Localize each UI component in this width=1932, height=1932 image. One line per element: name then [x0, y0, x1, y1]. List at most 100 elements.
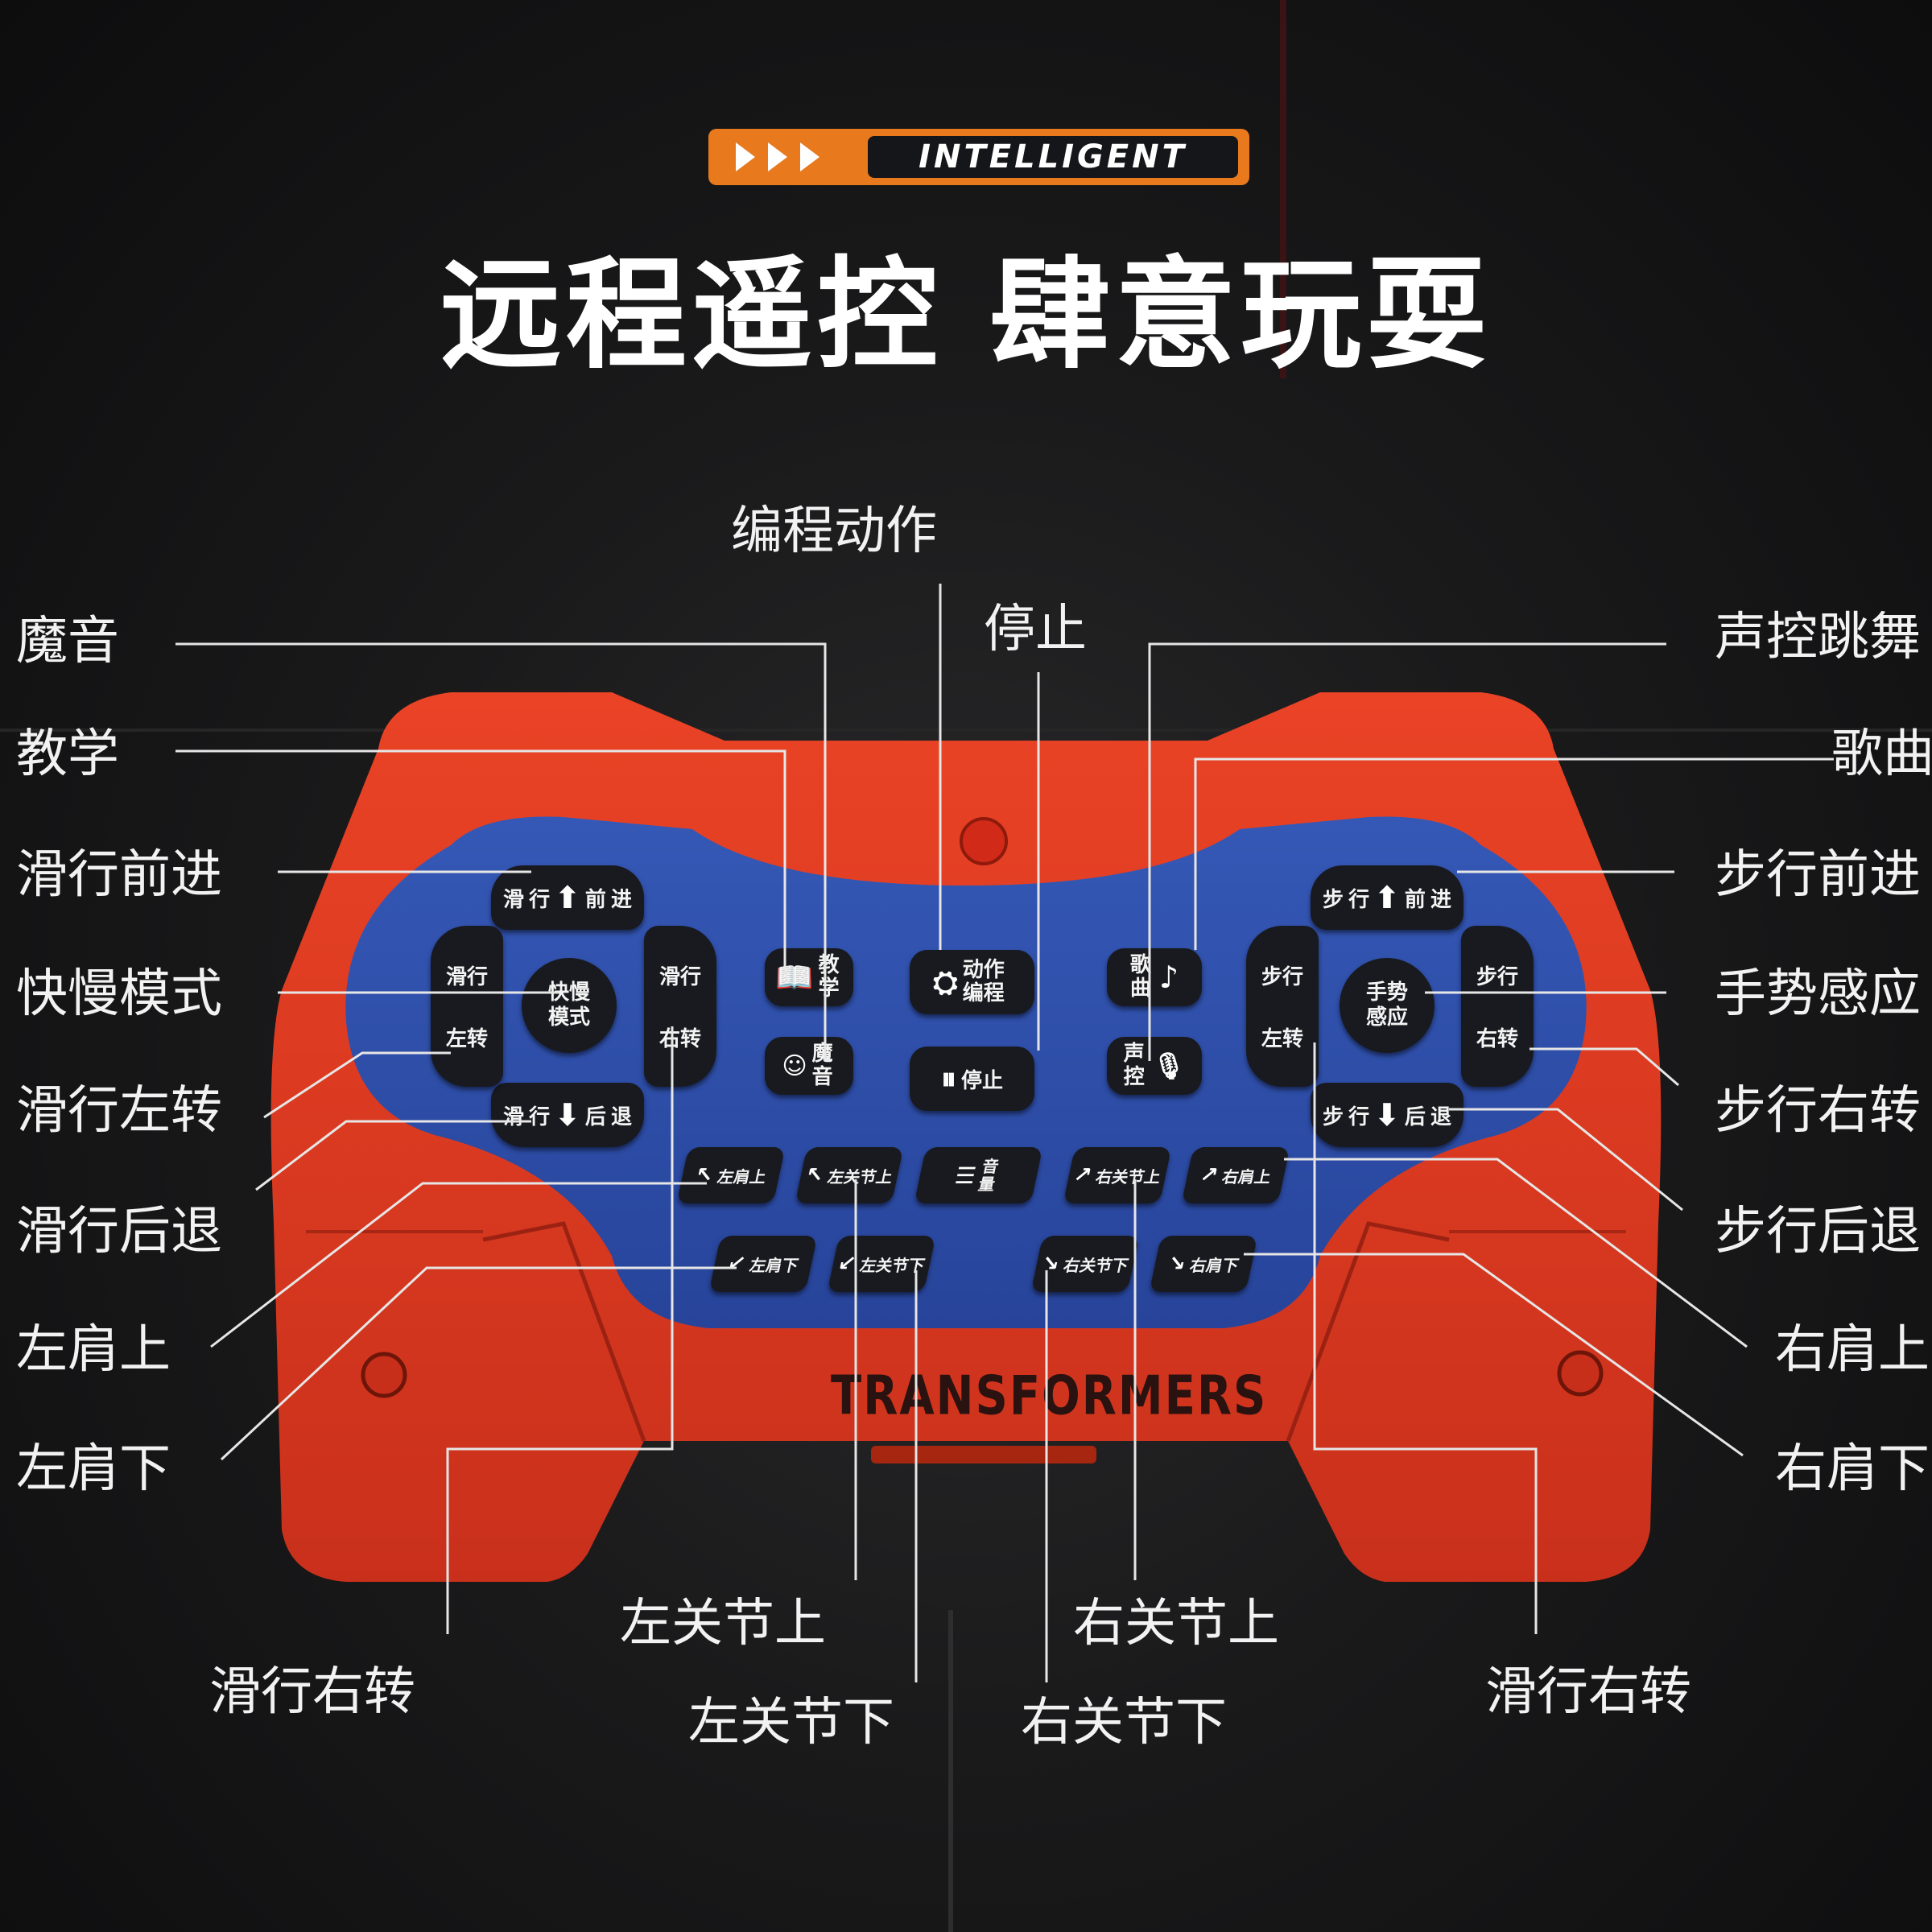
voice-control-button[interactable]: 声控 🎙: [1107, 1037, 1202, 1095]
leader-line: [210, 1182, 707, 1348]
leader-line: [263, 1051, 451, 1119]
leader-line: [175, 749, 786, 974]
key-label: 声控: [1123, 1042, 1145, 1089]
key-char: 后: [584, 1104, 606, 1129]
walk-forward-button[interactable]: 步行 ⬆ 前进: [1311, 865, 1463, 930]
callout-walk-right: 步行右转: [1715, 1081, 1921, 1141]
callout-right-joint-up: 右关节上: [1073, 1594, 1279, 1653]
magic-voice-button[interactable]: ☺ 魔音: [765, 1037, 853, 1095]
song-button[interactable]: 歌曲 ♪: [1107, 948, 1202, 1006]
arrow-up-icon: ⬆: [555, 880, 580, 915]
key-label: 右转: [1476, 1027, 1518, 1051]
walk-back-button[interactable]: 步行 ⬇ 后退: [1311, 1083, 1463, 1147]
key-char: 步: [1323, 887, 1344, 912]
chevron-right-icon: [800, 142, 819, 171]
key-char: 退: [610, 1104, 632, 1129]
arrow-down-icon: ⬇: [1374, 1097, 1400, 1133]
figure-icon: ⛭: [933, 964, 958, 1000]
callout-left-joint-up: 左关节上: [620, 1594, 826, 1653]
leader-line: [175, 642, 827, 1061]
leader-line: [1449, 1108, 1683, 1212]
arrow-down-icon: ⬇: [555, 1097, 580, 1133]
leader-line: [220, 1266, 737, 1461]
key-char: 前: [1404, 887, 1426, 912]
callout-song: 歌曲: [1831, 724, 1932, 784]
leader-line: [1313, 1042, 1538, 1634]
callout-glide-forward: 滑行前进: [16, 845, 222, 905]
key-char: 滑: [503, 1104, 525, 1129]
bg-seam: [948, 1610, 953, 1932]
intelligent-badge: INTELLIGENT: [708, 129, 1249, 185]
program-button[interactable]: ⛭ 动作编程: [910, 950, 1034, 1014]
book-icon: 📖: [775, 959, 814, 995]
callout-left-shoulder-up: 左肩上: [16, 1320, 171, 1380]
speaker-grille: [871, 1446, 1096, 1463]
key-label: 魔音: [811, 1042, 833, 1089]
key-char: 滑: [503, 887, 525, 912]
stop-button[interactable]: ⏸ 停止: [910, 1046, 1034, 1111]
badge-text: INTELLIGENT: [919, 138, 1187, 175]
key-char: 进: [1430, 887, 1451, 912]
music-note-icon: ♪: [1158, 960, 1179, 995]
key-label: 动作编程: [962, 958, 1005, 1005]
teach-button[interactable]: 📖 教学: [765, 948, 853, 1006]
key-label: 步行: [1476, 965, 1518, 989]
screw-left: [361, 1352, 407, 1398]
callout-magic-voice: 魔音: [16, 612, 119, 671]
key-label: 滑行: [445, 965, 488, 989]
key-char: 行: [529, 887, 551, 912]
callout-walk-forward: 步行前进: [1715, 845, 1921, 905]
callout-voice-dance: 声控跳舞: [1715, 608, 1921, 667]
walk-left-button[interactable]: 步行 左转: [1246, 926, 1319, 1087]
gesture-button[interactable]: 手势感应: [1340, 958, 1435, 1053]
screw-right: [1557, 1350, 1604, 1397]
key-label: 教学: [818, 953, 840, 1001]
chevron-right-icon: [768, 142, 787, 171]
callout-program-action: 编程动作: [731, 502, 937, 561]
indicator-light: [960, 817, 1008, 865]
page-title: 远程遥控 肆意玩耍: [440, 246, 1492, 386]
callout-glide-right-left: 滑行右转: [209, 1662, 415, 1722]
callout-right-joint-down: 右关节下: [1021, 1693, 1227, 1752]
badge-label-box: INTELLIGENT: [868, 136, 1238, 178]
glide-right-button[interactable]: 滑行 右转: [644, 926, 716, 1087]
leader-line: [255, 1120, 531, 1191]
callout-gesture: 手势感应: [1715, 964, 1921, 1024]
speed-mode-button[interactable]: 快慢模式: [522, 958, 617, 1053]
key-label: 右转: [658, 1027, 701, 1051]
bg-seam: [0, 729, 1932, 732]
key-label: 停止: [961, 1068, 1004, 1093]
key-label: 左转: [445, 1027, 488, 1051]
key-char: 退: [1430, 1104, 1451, 1129]
callout-right-shoulder-down: 右肩下: [1775, 1439, 1930, 1499]
callout-glide-left: 滑行左转: [16, 1081, 222, 1141]
callout-glide-right-right: 滑行右转: [1485, 1662, 1691, 1722]
glide-back-button[interactable]: 滑行 ⬇ 后退: [491, 1083, 644, 1147]
key-label: 步行: [1261, 965, 1303, 989]
key-char: 行: [1348, 1104, 1370, 1129]
bg-seam: [1280, 0, 1286, 378]
callout-speed-mode: 快慢模式: [16, 964, 222, 1024]
glide-forward-button[interactable]: 滑行 ⬆ 前进: [491, 865, 644, 930]
callout-left-joint-down: 左关节下: [688, 1693, 894, 1752]
key-label: 左转: [1261, 1027, 1303, 1051]
leader-line: [446, 1026, 674, 1634]
callout-stop: 停止: [984, 600, 1087, 659]
key-char: 行: [1348, 887, 1370, 912]
key-char: 后: [1404, 1104, 1426, 1129]
key-label: 歌曲: [1129, 953, 1151, 1001]
leader-line: [1194, 758, 1834, 950]
walk-right-button[interactable]: 步行 右转: [1461, 926, 1534, 1087]
key-label: 滑行: [658, 965, 701, 989]
callout-walk-back: 步行后退: [1715, 1202, 1921, 1261]
microphone-icon: 🎙: [1152, 1051, 1186, 1081]
leader-line: [1244, 1253, 1744, 1457]
leader-line: [1530, 1047, 1679, 1087]
arrow-up-icon: ⬆: [1374, 880, 1400, 915]
key-char: 进: [610, 887, 632, 912]
glide-left-button[interactable]: 滑行 左转: [431, 926, 503, 1087]
chevron-right-icon: [736, 142, 755, 171]
key-char: 行: [529, 1104, 551, 1129]
leader-line: [1284, 1158, 1748, 1348]
